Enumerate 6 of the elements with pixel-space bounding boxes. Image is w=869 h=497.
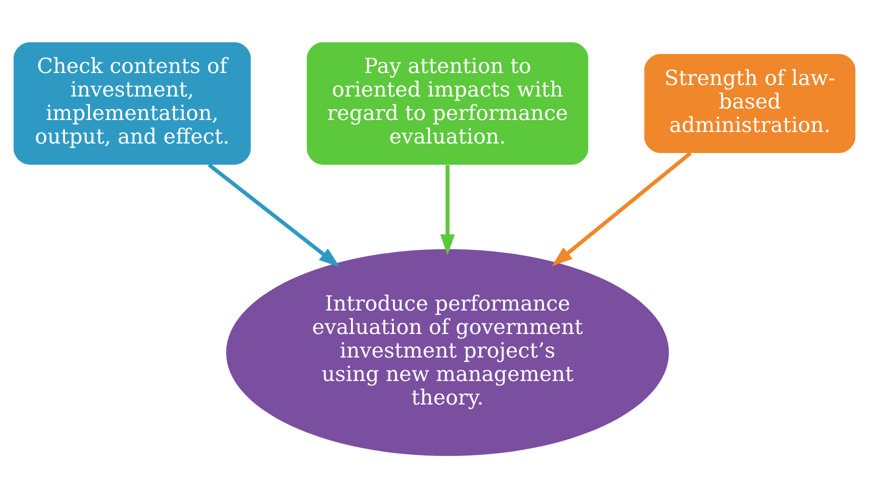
node-box: Strength of law-based administration. — [644, 53, 856, 152]
arrow — [208, 162, 340, 267]
node-box: Pay attention to oriented impacts with regard to performance evaluation. — [306, 42, 588, 164]
arrow — [440, 164, 455, 255]
arrow — [552, 151, 692, 266]
node-box: Check contents of investment, implementation, output, and effect. — [14, 42, 251, 164]
